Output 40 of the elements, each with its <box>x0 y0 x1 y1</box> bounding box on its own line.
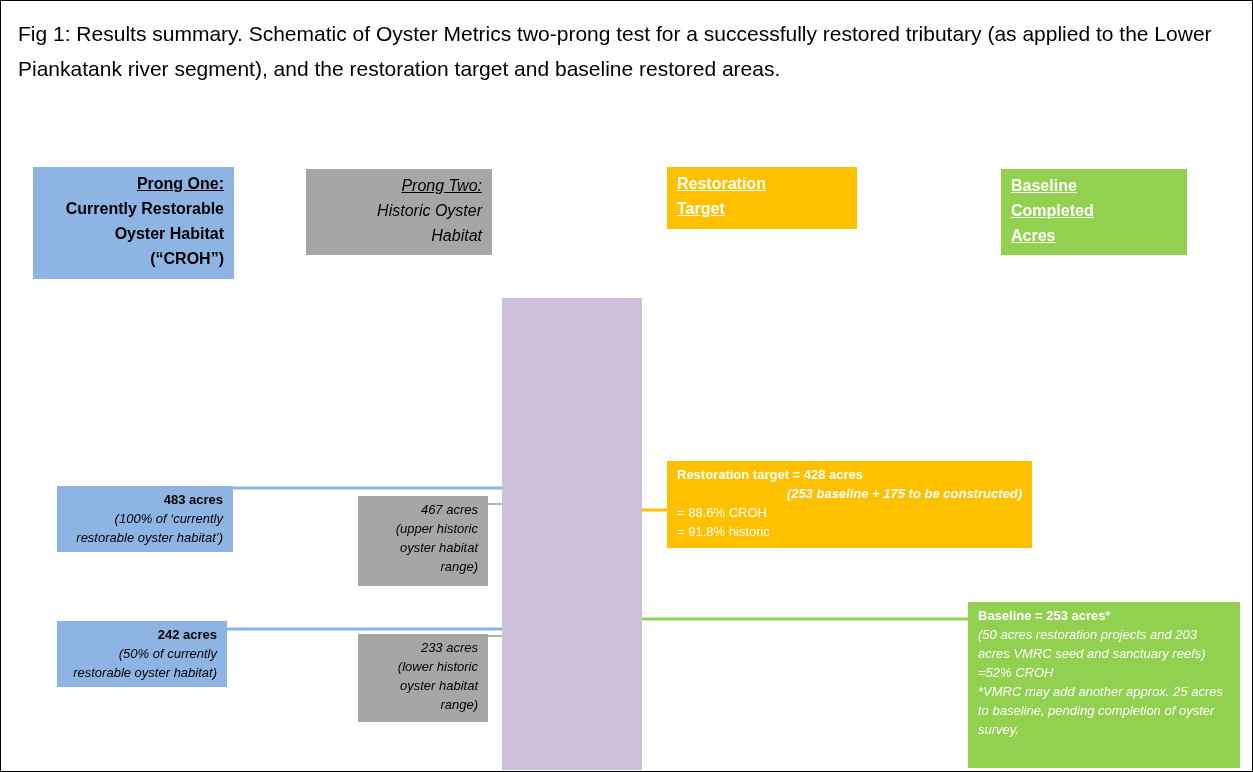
connector-line <box>487 503 503 505</box>
heading: Prong One: <box>135 174 224 194</box>
note-text: (lower historic oyster habitat range) <box>396 658 478 714</box>
range-bar <box>502 298 642 770</box>
percent-text: =52% CROH <box>978 664 1055 682</box>
value-text: 233 acres <box>419 639 478 657</box>
value-text: 483 acres <box>162 491 223 509</box>
value-box <box>57 486 233 552</box>
header-box <box>306 169 492 255</box>
header-box <box>1001 169 1187 255</box>
connector-line <box>487 635 503 637</box>
heading: Prong Two: <box>400 176 482 196</box>
note-text: (50% of currently restorable oyster habitat) <box>72 645 217 682</box>
subheading: Historic Oyster Habitat <box>376 201 482 246</box>
connector-line <box>227 627 502 631</box>
percent-text: = 88.6% CROH <box>677 504 768 522</box>
note-text: (100% of ‘currently restorable oyster habitat’) <box>75 510 223 547</box>
connector-line <box>233 486 502 490</box>
connector-line <box>642 508 667 512</box>
subheading: Currently Restorable Oyster Habitat (“CROH”) <box>64 199 224 269</box>
note-text: (upper historic oyster habitat range) <box>394 520 478 576</box>
value-box <box>358 496 488 586</box>
connector-line <box>642 617 968 621</box>
value-box <box>57 621 227 687</box>
value-text: Baseline = 253 acres* <box>978 607 1112 625</box>
heading: Restoration Target <box>677 174 767 219</box>
percent-text: = 91.8% historic <box>677 523 771 541</box>
value-text: 467 acres <box>419 501 478 519</box>
footnote-text: *VMRC may add another approx. 25 acres to baseline, pending completion of oyster survey. <box>978 683 1224 739</box>
header-box <box>667 167 857 229</box>
figure-caption: Fig 1: Results summary. Schematic of Oyster Metrics two-prong test for a successfully restored tributary (as applied to the Lower Piankatank river segment), and the restoration target and baseline restored areas. <box>18 21 1213 82</box>
header-box <box>33 167 234 279</box>
note-text: (50 acres restoration projects and 203 acres VMRC seed and sanctuary reefs) <box>978 626 1207 663</box>
value-text: Restoration target = 428 acres <box>677 466 865 484</box>
note-text: (253 baseline + 175 to be constructed) <box>785 485 1022 503</box>
value-text: 242 acres <box>156 626 217 644</box>
heading: Baseline Completed Acres <box>1011 176 1095 246</box>
target-box <box>667 461 1032 548</box>
baseline-box <box>968 602 1240 768</box>
value-box <box>358 634 488 722</box>
